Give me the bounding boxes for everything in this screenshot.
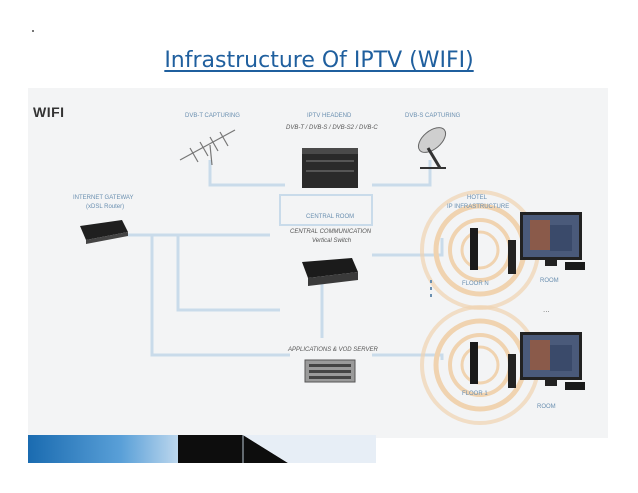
stray-dot (32, 30, 34, 32)
link-dvbs-headend (372, 160, 432, 187)
access-point-floor-n-icon (470, 228, 478, 270)
headend-label: IPTV HEADEND (307, 113, 352, 119)
hotel-sub-label: IP INFRASTRUCTURE (447, 204, 510, 210)
footer-decoration (28, 435, 376, 463)
ellipsis-label: ... (543, 305, 550, 314)
link-central-floor-n (372, 238, 444, 257)
vertical-switch-label: Vertical Switch (312, 238, 352, 244)
central-comm-label: CENTRAL COMMUNICATION (290, 229, 372, 235)
link-dvbt-headend (208, 160, 285, 187)
dvbt-antenna-icon (179, 129, 236, 166)
room-top-tv-icon (508, 212, 585, 274)
floor-1-label: FLOOR 1 (462, 391, 488, 397)
connection-lines (128, 160, 444, 360)
slide-title: Infrastructure Of IPTV (WIFI) (164, 48, 474, 73)
room-bottom-label: ROOM (537, 404, 556, 410)
central-room-label: CENTRAL ROOM (306, 214, 355, 220)
link-gateway-central-2 (176, 235, 280, 312)
headend-sub-label: DVB-T / DVB-S / DVB-S2 / DVB-C (286, 125, 378, 131)
wifi-label: WIFI (33, 104, 65, 120)
headend-server-icon (302, 148, 358, 188)
dvbt-capturing-label: DVB-T CAPTURING (185, 113, 240, 119)
access-point-floor-1-icon (470, 342, 478, 384)
satellite-dish-icon (417, 127, 447, 169)
network-switch-icon (302, 258, 358, 286)
gateway-label: INTERNET GATEWAY (73, 195, 134, 201)
room-bottom-tv-icon (508, 332, 585, 390)
hotel-label: HOTEL (467, 195, 488, 201)
vod-server-label: APPLICATIONS & VOD SERVER (288, 347, 378, 353)
vod-server-icon (304, 359, 356, 383)
floor-continuation-dots (430, 280, 432, 297)
link-gateway-server (150, 235, 290, 357)
link-headend-central (279, 194, 373, 226)
router-icon (80, 220, 128, 244)
gateway-sub-label: (xDSL Router) (86, 204, 125, 210)
link-server-floor-1 (372, 353, 444, 360)
floor-n-label: FLOOR n (462, 281, 489, 287)
room-top-label: ROOM (540, 278, 559, 284)
dvbs-capturing-label: DVB-S CAPTURING (405, 113, 461, 119)
